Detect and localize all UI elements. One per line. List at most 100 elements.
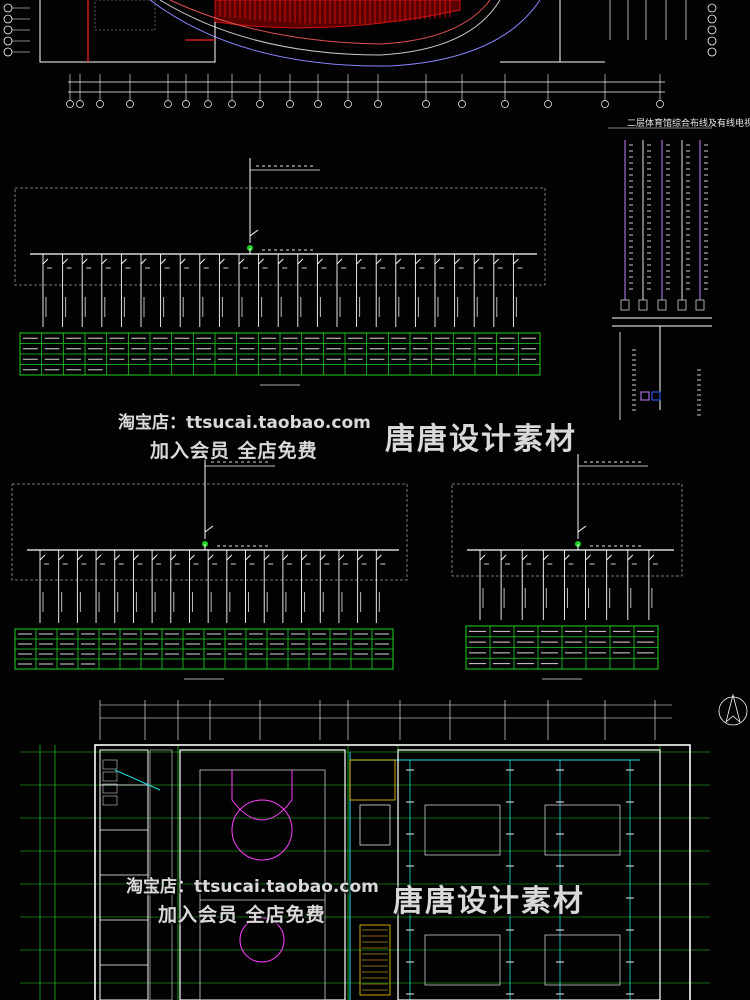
branch-switch xyxy=(301,554,307,561)
watermark-shop-url: 淘宝店：ttsucai.taobao.com xyxy=(126,877,379,897)
branch-switch xyxy=(454,258,460,265)
axis-bubble-icon xyxy=(314,100,322,108)
branch-switch xyxy=(199,258,206,265)
branch-switch xyxy=(277,258,284,265)
stand-curve xyxy=(169,0,491,45)
branch-switch xyxy=(133,554,139,561)
drawing-title: 二层体育馆综合布线及有线电视平面 xyxy=(627,119,750,129)
panel-dashed-box xyxy=(14,187,546,286)
toilet-icon xyxy=(102,795,118,806)
axis-bubble-icon xyxy=(286,100,294,108)
branch-switch xyxy=(151,554,158,561)
switch-blade xyxy=(204,525,214,533)
branch-switch xyxy=(543,554,549,561)
panel-dashed-box xyxy=(451,483,683,577)
branch-switch xyxy=(336,258,343,265)
equipment-room xyxy=(359,804,391,846)
axis-bubble-icon xyxy=(707,14,717,24)
branch-switch xyxy=(62,258,68,265)
axis-bubble-icon xyxy=(501,100,509,108)
branch-switch xyxy=(473,258,480,265)
badminton-court xyxy=(424,804,501,856)
branch-switch xyxy=(434,258,441,265)
axis-bubble-icon xyxy=(707,25,717,35)
branch-switch xyxy=(585,554,591,561)
watermark-member-text: 加入会员 全店免费 xyxy=(150,440,318,462)
basketball-court xyxy=(199,769,326,1000)
branch-switch xyxy=(317,258,323,265)
toilet-icon xyxy=(102,783,118,794)
riser-terminal xyxy=(677,299,687,311)
axis-bubble-icon xyxy=(204,100,212,108)
branch-switch xyxy=(140,258,147,265)
axis-bubble-icon xyxy=(601,100,609,108)
axis-bubble-icon xyxy=(3,25,13,35)
branch-switch xyxy=(606,554,612,561)
branch-switch xyxy=(245,554,251,561)
axis-bubble-icon xyxy=(3,14,13,24)
branch-switch xyxy=(226,554,233,561)
axis-bubble-icon xyxy=(3,47,13,57)
axis-bubble-icon xyxy=(707,36,717,46)
branch-switch xyxy=(179,258,186,265)
axis-bubble-icon xyxy=(228,100,236,108)
axis-bubble-icon xyxy=(344,100,352,108)
branch-switch xyxy=(101,258,108,265)
corridor xyxy=(149,749,173,1000)
branch-switch xyxy=(160,258,166,265)
north-arrow-pointer xyxy=(725,693,741,724)
branch-switch xyxy=(500,554,507,561)
branch-switch xyxy=(297,258,304,265)
branch-switch xyxy=(207,554,214,561)
watermark-shop-url: 淘宝店：ttsucai.taobao.com xyxy=(118,413,371,433)
branch-switch xyxy=(42,258,49,265)
watermark-brand: 唐唐设计素材 xyxy=(393,884,585,919)
branch-switch xyxy=(479,554,486,561)
axis-bubble-icon xyxy=(182,100,190,108)
riser-equipment xyxy=(651,391,661,401)
building-wall xyxy=(94,744,691,1000)
axis-bubble-icon xyxy=(707,3,717,13)
branch-switch xyxy=(282,554,289,561)
axis-bubble-icon xyxy=(66,100,74,108)
axis-bubble-icon xyxy=(707,47,717,57)
court-hall-left xyxy=(179,749,346,1000)
free-throw-circle xyxy=(231,799,293,861)
axis-bubble-icon xyxy=(96,100,104,108)
axis-bubble-icon xyxy=(164,100,172,108)
branch-switch xyxy=(338,554,345,561)
branch-switch xyxy=(375,258,382,265)
toilet-icon xyxy=(102,771,118,782)
switch-blade xyxy=(577,525,587,533)
riser-diagram xyxy=(608,127,712,420)
stand-curve xyxy=(159,0,501,56)
axis-bubble-icon xyxy=(656,100,664,108)
axis-bubble-icon xyxy=(544,100,552,108)
branch-switch xyxy=(521,554,528,561)
branch-switch xyxy=(513,258,519,265)
riser-terminal xyxy=(657,299,667,311)
branch-switch xyxy=(219,258,225,265)
court-hall-right xyxy=(397,749,661,1000)
stand-curve xyxy=(149,0,541,67)
branch-switch xyxy=(319,554,326,561)
stadium-top-plan xyxy=(3,0,717,67)
branch-switch xyxy=(356,258,362,265)
toilet-icon xyxy=(102,759,118,770)
badminton-court xyxy=(544,934,621,986)
axis-bubble-icon xyxy=(3,36,13,46)
branch-switch xyxy=(648,554,655,561)
badminton-court xyxy=(544,804,621,856)
switch-blade xyxy=(249,229,259,237)
three-point-arc xyxy=(231,770,293,821)
riser-terminal xyxy=(638,299,648,311)
watermark-brand: 唐唐设计素材 xyxy=(385,422,577,457)
branch-switch xyxy=(258,258,264,265)
axis-bubble-icon xyxy=(256,100,264,108)
stair-room xyxy=(349,759,396,801)
axis-dimension-ruler xyxy=(66,74,665,108)
distribution-panel-3 xyxy=(451,454,683,680)
axis-bubble-icon xyxy=(458,100,466,108)
